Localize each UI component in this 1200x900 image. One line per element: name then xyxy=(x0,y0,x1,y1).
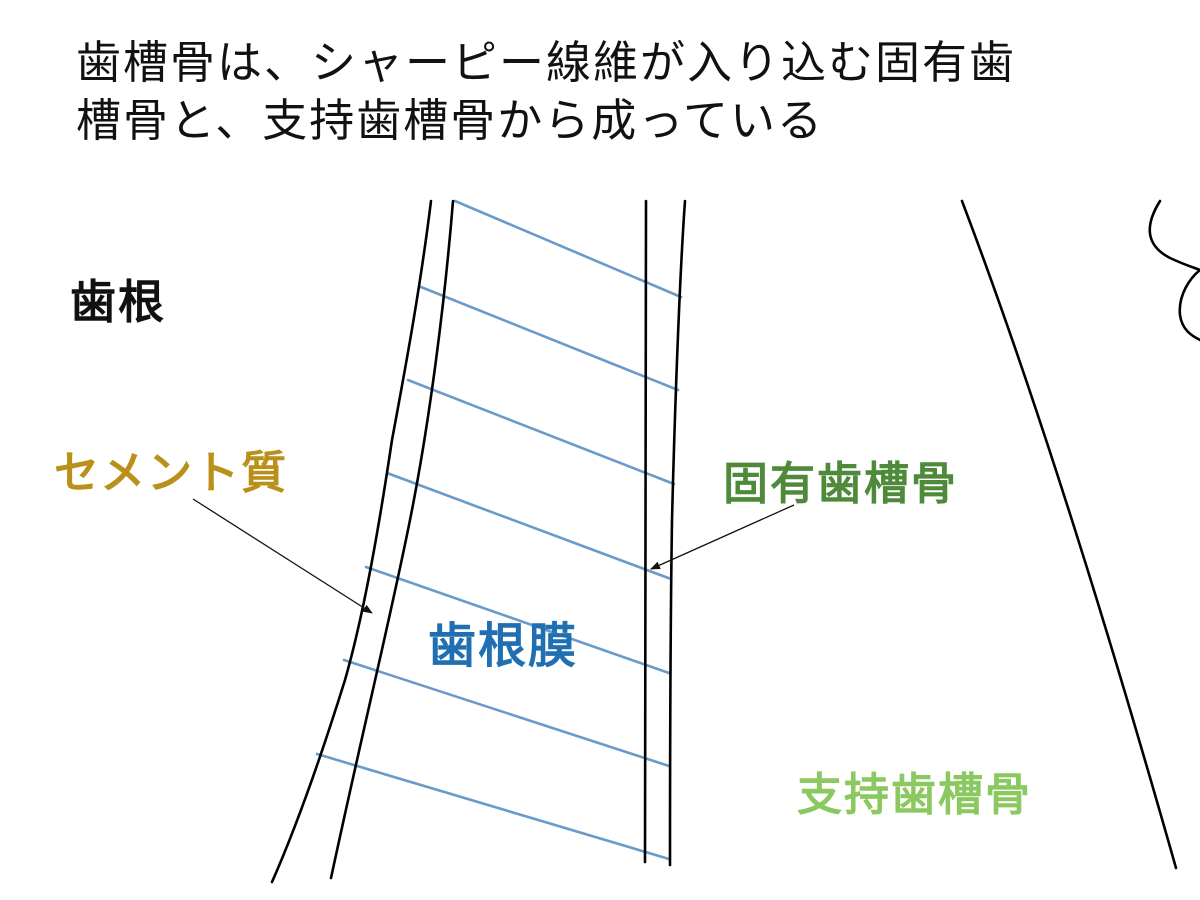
fiber-line xyxy=(453,199,683,299)
label-periodontal-ligament: 歯根膜 xyxy=(428,618,579,674)
fiber-line xyxy=(364,565,671,675)
fiber-line xyxy=(406,378,676,486)
label-cementum: セメント質 xyxy=(54,446,289,499)
label-supporting-alveolar-bone: 支持歯槽骨 xyxy=(797,768,1033,821)
alveolar-bone-proper-outer-line xyxy=(668,199,687,867)
fiber-line xyxy=(342,658,671,768)
fiber-line xyxy=(315,752,671,861)
cementum-arrow xyxy=(192,498,373,614)
alveolar-bone-surface-line xyxy=(960,199,1178,870)
tissue-outlines xyxy=(270,199,1200,884)
heading-line-2: 槽骨と、支持歯槽骨から成っている xyxy=(76,94,824,147)
sharpey-fibers xyxy=(315,199,683,861)
label-root: 歯根 xyxy=(70,275,166,329)
label-alveolar-bone-proper: 固有歯槽骨 xyxy=(723,457,959,510)
cementum-inner-line xyxy=(329,199,455,880)
alveolar-bone-proper-arrow xyxy=(650,504,795,570)
fiber-line xyxy=(419,285,680,392)
leader-arrows xyxy=(192,498,795,614)
slide-heading: 歯槽骨は、シャーピー線維が入り込む固有歯 槽骨と、支持歯槽骨から成っている xyxy=(76,34,1016,150)
alveolar-bone-proper-inner-line xyxy=(643,199,648,864)
fiber-line xyxy=(385,471,673,581)
gingiva-curve-line xyxy=(1148,199,1200,342)
root-outer-surface-line xyxy=(270,199,433,884)
heading-line-1: 歯槽骨は、シャーピー線維が入り込む固有歯 xyxy=(76,36,1017,89)
